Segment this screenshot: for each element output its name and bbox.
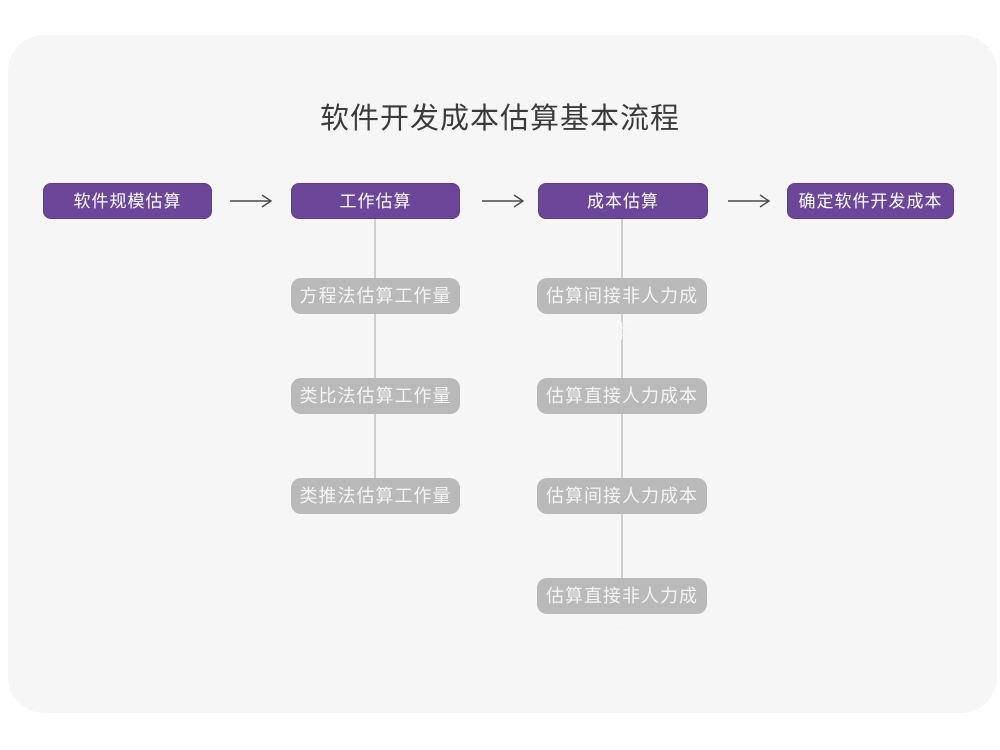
flow-arrow-icon (727, 194, 771, 208)
node-label: 方程法估算工作量 (299, 286, 452, 306)
node-label: 软件规模估算 (73, 192, 182, 211)
subnode-analogy-method[interactable]: 类比法估算工作量 (291, 378, 460, 414)
node-label: 工作估算 (339, 192, 412, 211)
subnode-indirect-nonlabor-cost[interactable]: 估算间接非人力成本 (537, 278, 707, 342)
subnode-extrapolation-method[interactable]: 类推法估算工作量 (291, 478, 460, 514)
node-label: 估算间接非人力成本 (546, 286, 698, 342)
node-label: 成本估算 (587, 192, 659, 211)
node-work-estimation[interactable]: 工作估算 (291, 183, 460, 219)
node-label: 估算直接人力成本 (546, 386, 698, 406)
subnode-equation-method[interactable]: 方程法估算工作量 (291, 278, 460, 314)
diagram-title: 软件开发成本估算基本流程 (319, 103, 680, 135)
node-label: 估算直接非人力成本 (546, 586, 698, 642)
node-label: 确定软件开发成本 (798, 192, 943, 211)
node-cost-estimation[interactable]: 成本估算 (538, 183, 708, 219)
node-label: 估算间接人力成本 (546, 486, 698, 506)
flow-arrow-icon (481, 194, 525, 208)
node-software-scale-estimation[interactable]: 软件规模估算 (43, 183, 212, 219)
connector-line-work-estimation (374, 219, 376, 497)
node-determine-dev-cost[interactable]: 确定软件开发成本 (787, 183, 954, 219)
flow-arrow-icon (229, 194, 273, 208)
node-label: 类比法估算工作量 (299, 386, 452, 406)
subnode-direct-labor-cost[interactable]: 估算直接人力成本 (537, 378, 707, 414)
subnode-indirect-labor-cost[interactable]: 估算间接人力成本 (537, 478, 707, 514)
subnode-direct-nonlabor-cost[interactable]: 估算直接非人力成本 (537, 578, 707, 642)
node-label: 类推法估算工作量 (299, 486, 452, 506)
diagram-card (8, 35, 997, 713)
